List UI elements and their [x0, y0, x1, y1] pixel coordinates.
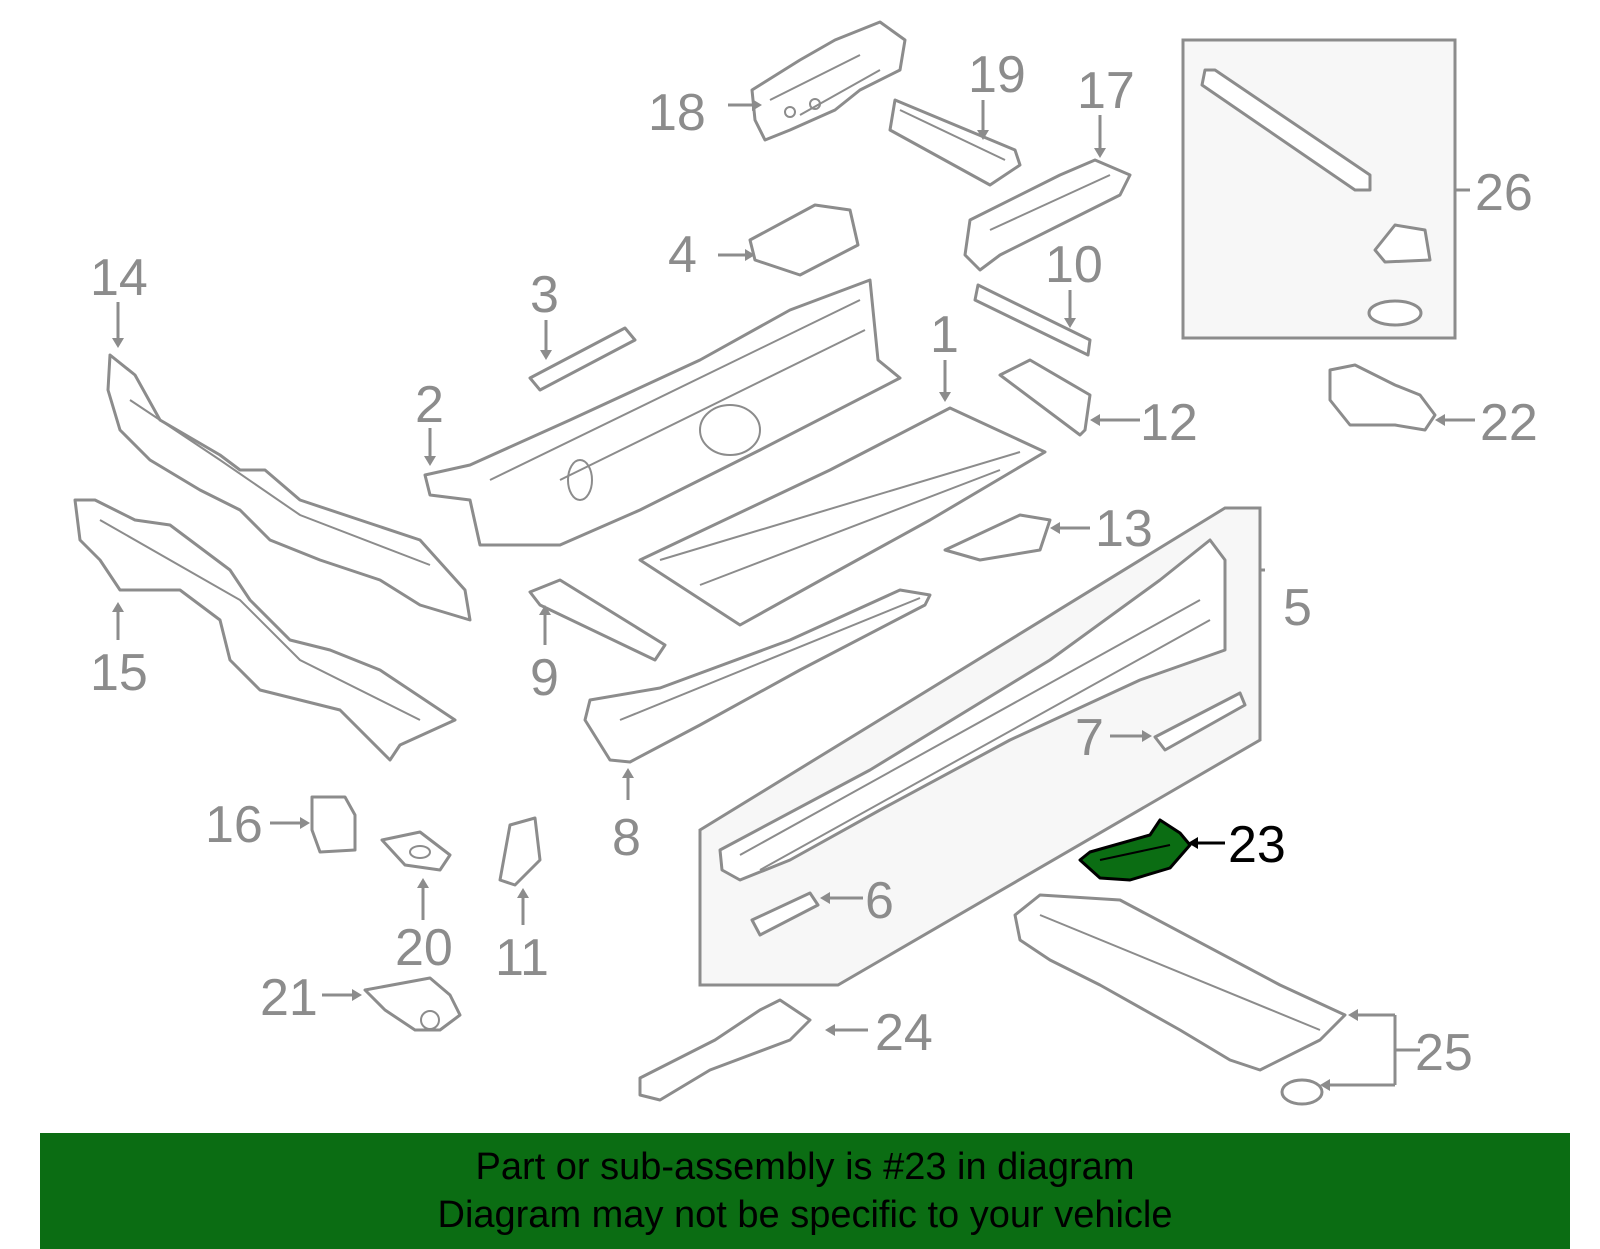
- part-7[interactable]: [1153, 691, 1247, 752]
- part-2[interactable]: [423, 278, 902, 547]
- part-4[interactable]: [748, 203, 860, 277]
- label-13: 13: [1095, 500, 1153, 558]
- label-8: 8: [612, 809, 641, 867]
- label-4: 4: [668, 226, 697, 284]
- part-14[interactable]: [106, 353, 472, 622]
- label-7: 7: [1075, 709, 1104, 767]
- part-9[interactable]: [528, 578, 667, 662]
- callout-arrows: [112, 99, 1475, 1091]
- label-6: 6: [865, 872, 894, 930]
- label-17: 17: [1077, 62, 1135, 120]
- part-18[interactable]: [750, 20, 907, 142]
- label-16: 16: [205, 796, 263, 854]
- label-21: 21: [260, 969, 318, 1027]
- label-2: 2: [415, 376, 444, 434]
- part-3[interactable]: [528, 326, 637, 392]
- label-25: 25: [1415, 1024, 1473, 1082]
- label-18: 18: [648, 84, 706, 142]
- part-17[interactable]: [963, 158, 1132, 272]
- part-13[interactable]: [943, 513, 1052, 562]
- part-1[interactable]: [638, 406, 1047, 627]
- part-25[interactable]: [1013, 893, 1347, 1106]
- parts-diagram: 18 19 17 4 10 3 2 1 12 13 14 15 9 8 5 7 …: [73, 20, 1538, 1106]
- part-22[interactable]: [1328, 363, 1437, 432]
- label-20: 20: [395, 919, 453, 977]
- part-16[interactable]: [310, 795, 357, 854]
- part-19[interactable]: [888, 98, 1022, 187]
- part-23[interactable]: [1078, 818, 1192, 882]
- part-6[interactable]: [750, 891, 820, 937]
- label-10: 10: [1045, 236, 1103, 294]
- banner-line-1: Part or sub-assembly is #23 in diagram: [475, 1146, 1135, 1188]
- label-12: 12: [1140, 394, 1198, 452]
- label-23: 23: [1228, 816, 1286, 874]
- label-19: 19: [968, 46, 1026, 104]
- label-22: 22: [1480, 394, 1538, 452]
- label-3: 3: [530, 266, 559, 324]
- part-12[interactable]: [998, 358, 1092, 437]
- part-5[interactable]: [718, 538, 1227, 882]
- part-10[interactable]: [973, 283, 1092, 357]
- part-11[interactable]: [498, 816, 542, 887]
- info-banner: Part or sub-assembly is #23 in diagram D…: [40, 1133, 1570, 1249]
- part-15[interactable]: [73, 498, 457, 762]
- label-9: 9: [530, 649, 559, 707]
- label-24: 24: [875, 1004, 933, 1062]
- part-21[interactable]: [363, 976, 462, 1032]
- label-26: 26: [1475, 164, 1533, 222]
- part-8[interactable]: [583, 588, 932, 764]
- part-26[interactable]: [1200, 68, 1432, 327]
- label-11: 11: [495, 929, 549, 987]
- callout-arrow-23: [1188, 837, 1225, 849]
- label-15: 15: [90, 644, 148, 702]
- label-14: 14: [90, 249, 148, 307]
- banner-line-2: Diagram may not be specific to your vehi…: [437, 1194, 1173, 1236]
- part-20[interactable]: [380, 830, 452, 872]
- part-24[interactable]: [638, 998, 812, 1102]
- label-5: 5: [1283, 579, 1312, 637]
- label-1: 1: [930, 306, 959, 364]
